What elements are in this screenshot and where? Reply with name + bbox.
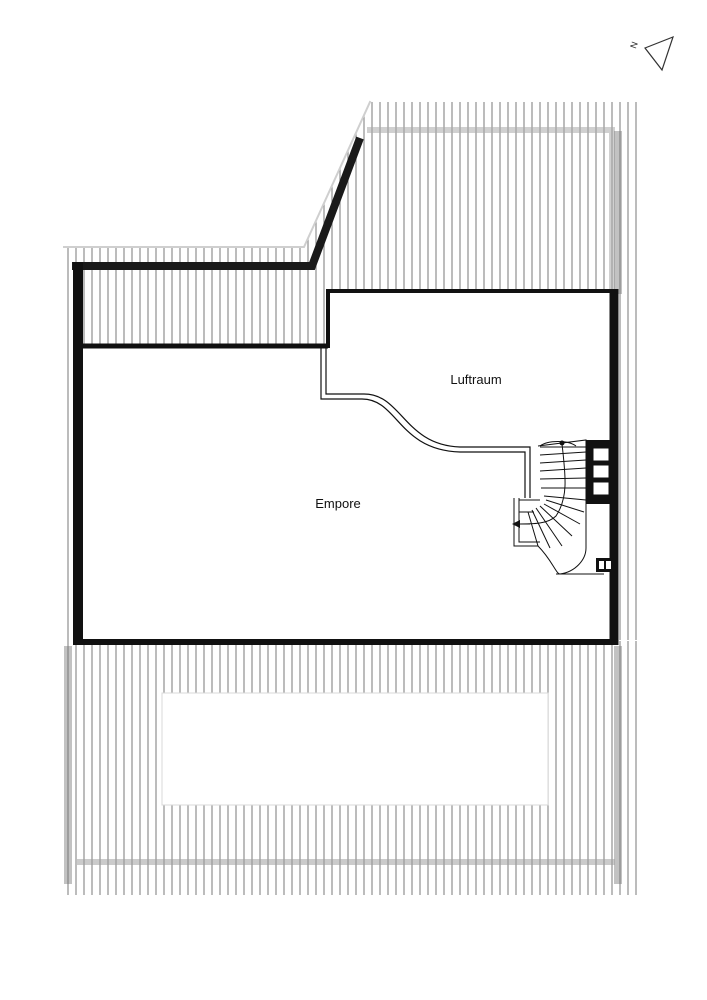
- stair-arrow-icon: [512, 520, 520, 528]
- chimney: [586, 440, 616, 504]
- roof-skylight: [161, 692, 549, 806]
- room-label-luftraum: Luftraum: [450, 372, 501, 387]
- spiral-stair: [513, 439, 604, 575]
- compass-north-letter: N: [628, 40, 640, 50]
- shaft: [596, 558, 614, 572]
- roof-top: [64, 102, 640, 346]
- compass: N: [628, 35, 674, 72]
- roof-inner-edges: [63, 100, 622, 884]
- room-label-empore: Empore: [315, 496, 361, 511]
- roof-area: [64, 102, 640, 895]
- gallery-railing: [320, 346, 531, 498]
- wall-top-left: [72, 136, 364, 270]
